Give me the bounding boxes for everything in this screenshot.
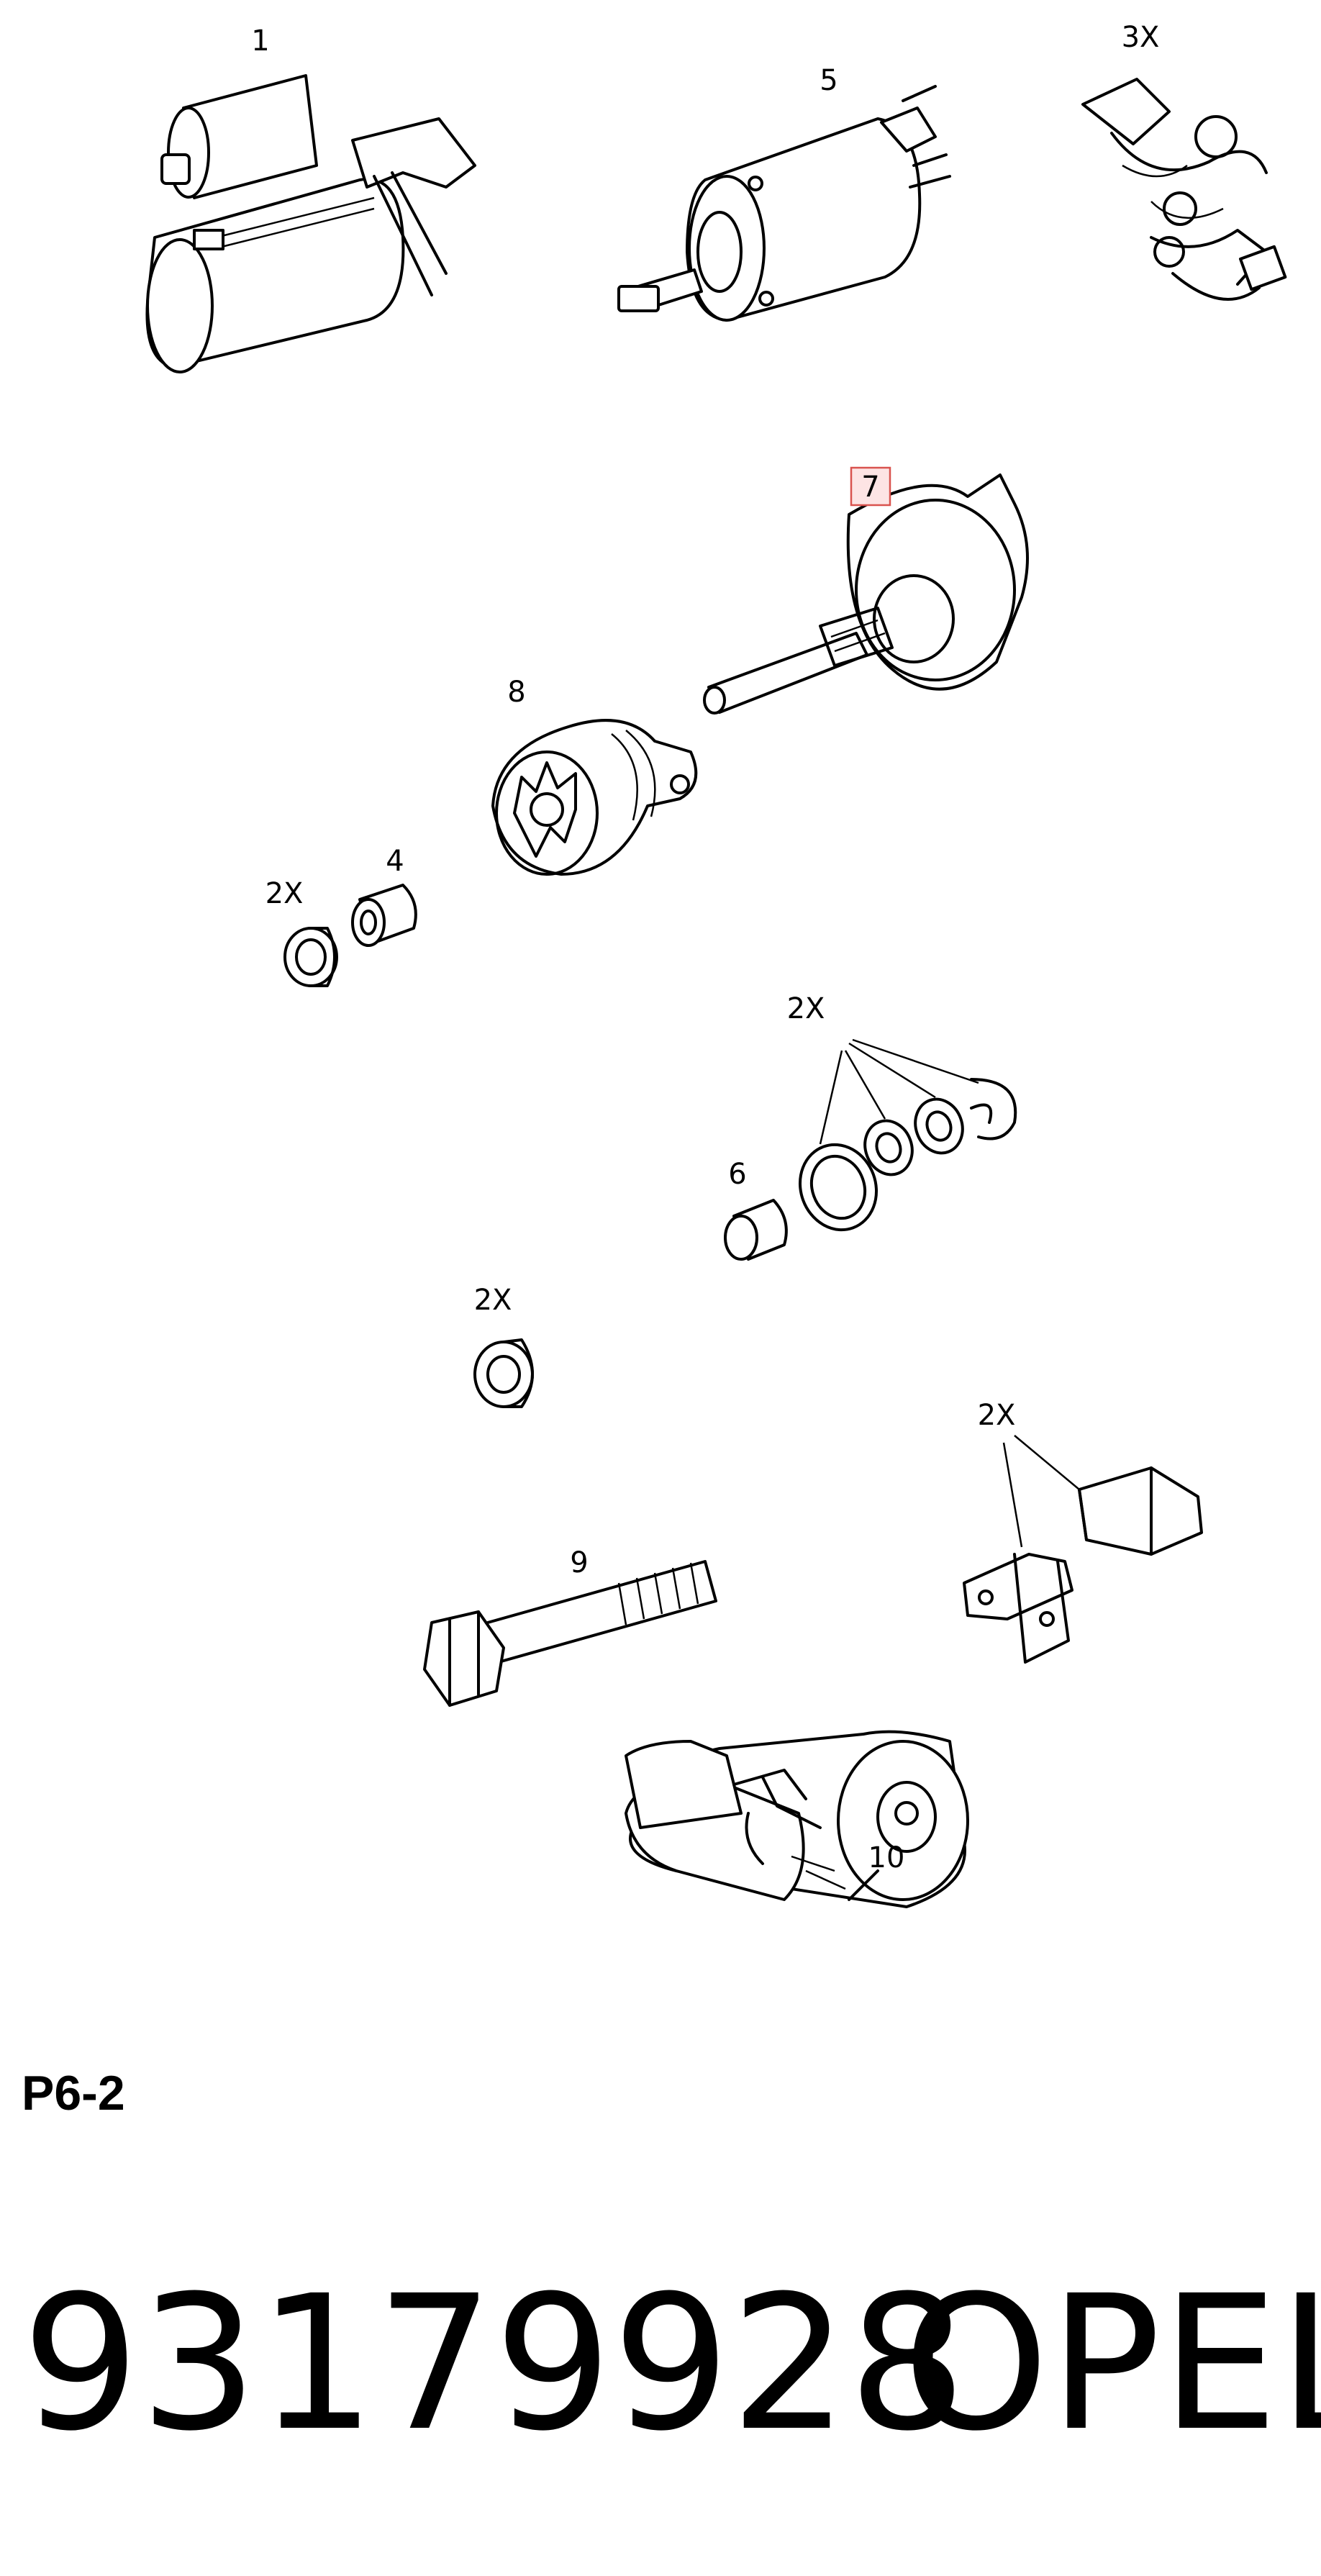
callout-10: 10 (868, 1841, 905, 1874)
callout-2x-washer-left: 2X (265, 877, 304, 910)
callout-3x: 3X (1122, 21, 1160, 54)
part-2x-shim-set[interactable] (789, 1038, 1017, 1241)
part-2x-terminal-connector[interactable] (963, 1435, 1203, 1664)
part-2x-washer-middle[interactable] (473, 1338, 534, 1408)
part-8-pinion-drive[interactable] (491, 719, 698, 876)
callout-6: 6 (728, 1158, 746, 1191)
part-10-starter-assembly[interactable] (625, 1730, 969, 1908)
part-4-bushing[interactable] (351, 884, 417, 947)
brand-name: OPEL (903, 2256, 1321, 2472)
part-7-drive-end-shield[interactable] (703, 473, 1029, 715)
part-9-through-bolt[interactable] (423, 1560, 717, 1707)
part-1-starter-motor[interactable] (145, 74, 476, 373)
callout-5: 5 (820, 64, 837, 97)
footer: 93179928 OPEL (22, 2245, 1321, 2482)
callout-2x-shim-set: 2X (787, 992, 825, 1025)
callout-7-highlight[interactable] (850, 466, 891, 507)
page-code: P6-2 (22, 2066, 125, 2121)
callout-2x-washer-middle: 2X (474, 1284, 512, 1317)
exploded-view-drawing: 1 5 3X 7 (145, 21, 1287, 1908)
callout-1: 1 (251, 24, 269, 58)
callout-2x-terminal: 2X (978, 1399, 1016, 1432)
part-number: 93179928 (22, 2256, 967, 2472)
callout-8: 8 (507, 676, 525, 709)
part-3-brush-holder[interactable] (1081, 78, 1287, 301)
part-6-bushing[interactable] (724, 1199, 788, 1261)
part-2x-washer-left[interactable] (283, 927, 338, 987)
callout-7: 7 (861, 471, 879, 504)
callout-9: 9 (570, 1546, 588, 1579)
callout-4: 4 (386, 845, 404, 878)
part-5-solenoid[interactable] (617, 85, 951, 322)
